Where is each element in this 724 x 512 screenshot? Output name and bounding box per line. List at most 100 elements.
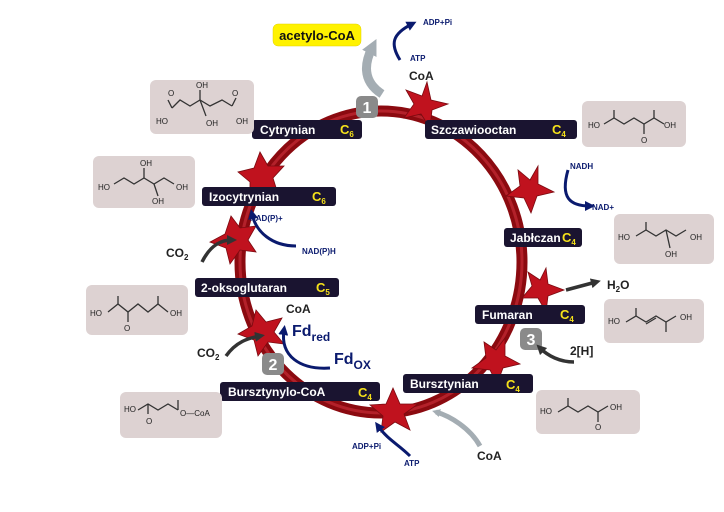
metabolite-fumarate: Fumaran C4 xyxy=(475,305,585,324)
svg-text:OH: OH xyxy=(176,183,188,192)
enzyme-star-icon xyxy=(470,336,522,385)
svg-text:Bursztynian: Bursztynian xyxy=(410,377,479,391)
svg-text:OH: OH xyxy=(664,121,676,130)
co2-input-arrow-lower xyxy=(224,331,265,358)
svg-text:Cytrynian: Cytrynian xyxy=(260,123,315,137)
structure-citrate: HO OH OH OH O O xyxy=(150,80,254,134)
svg-text:HO: HO xyxy=(608,317,620,326)
svg-text:OH: OH xyxy=(690,233,702,242)
svg-text:OH: OH xyxy=(665,250,677,259)
metabolite-succinate: Bursztynian C4 xyxy=(403,374,533,394)
svg-text:C6: C6 xyxy=(340,122,354,139)
coa-top-label: CoA xyxy=(409,69,434,83)
enzyme-star-icon xyxy=(521,266,566,314)
structure-2-oxoglutarate: HO O OH xyxy=(86,285,188,335)
co2-input-arrow-upper xyxy=(200,235,237,263)
structure-succinyl-coa: HO O O—CoA xyxy=(120,392,222,438)
structure-isocitrate: HO OH OH OH xyxy=(93,156,195,208)
enzyme-stars xyxy=(209,80,566,433)
metabolite-succinyl-coa: Bursztynylo-CoA C4 xyxy=(220,382,380,402)
svg-text:Fumaran: Fumaran xyxy=(482,308,533,322)
svg-text:HO: HO xyxy=(588,121,600,130)
nadph-oxidation-arrow xyxy=(248,209,297,248)
fd-red-label: Fdred xyxy=(292,323,330,344)
nadh-label: NADH xyxy=(570,162,593,171)
acetyl-coa-release-arrow xyxy=(362,39,385,98)
svg-text:OH: OH xyxy=(236,117,248,126)
metabolite-isocitrate: Izocytrynian C6 xyxy=(202,187,336,206)
water-label: H2O xyxy=(607,278,629,294)
svg-text:OH: OH xyxy=(680,313,692,322)
svg-text:O: O xyxy=(641,136,647,145)
svg-text:HO: HO xyxy=(540,407,552,416)
svg-text:HO: HO xyxy=(98,183,110,192)
adp-pi-top-label: ADP+Pi xyxy=(423,18,452,27)
step-badge-1: 1 xyxy=(356,96,378,118)
svg-text:C4: C4 xyxy=(560,307,574,324)
step-badge-2: 2 xyxy=(262,353,284,375)
hydrogen-label: 2[H] xyxy=(570,344,593,358)
svg-text:OH: OH xyxy=(206,119,218,128)
svg-text:OH: OH xyxy=(196,81,208,90)
svg-text:O: O xyxy=(146,417,152,426)
metabolite-2-oxoglutarate: 2-oksoglutaran C5 xyxy=(195,278,339,297)
enzyme-star-icon xyxy=(368,387,420,433)
svg-text:Szczawiooctan: Szczawiooctan xyxy=(431,123,516,137)
svg-text:OH: OH xyxy=(610,403,622,412)
nadph-label: NAD(P)H xyxy=(302,247,336,256)
svg-text:2-oksoglutaran: 2-oksoglutaran xyxy=(201,281,287,295)
metabolite-citrate: Cytrynian C6 xyxy=(252,120,362,139)
svg-text:acetylo-CoA: acetylo-CoA xyxy=(279,28,355,43)
svg-text:C6: C6 xyxy=(312,189,326,206)
atp-bottom-label: ATP xyxy=(404,459,420,468)
svg-text:O: O xyxy=(232,89,238,98)
hydrogen-input-arrow xyxy=(536,344,575,364)
svg-text:C4: C4 xyxy=(506,377,520,394)
step-number: 2 xyxy=(269,357,278,374)
svg-text:HO: HO xyxy=(90,309,102,318)
nadp-plus-label: NAD(P)+ xyxy=(250,214,283,223)
atp-top-label: ATP xyxy=(410,54,426,63)
coa-input-arrow xyxy=(432,409,483,448)
nad-label: NAD+ xyxy=(592,203,614,212)
svg-text:O: O xyxy=(595,423,601,432)
enzyme-star-icon xyxy=(403,80,450,130)
structure-fumarate: HO OH xyxy=(604,299,704,343)
svg-text:O: O xyxy=(124,324,130,333)
step-badge-3: 3 xyxy=(520,328,542,350)
structure-succinate: HO O OH xyxy=(536,390,640,434)
product-acetyl-coa: acetylo-CoA xyxy=(272,23,362,47)
ferredoxin-reduction-arrow xyxy=(278,325,331,370)
atp-adp-top-arrow xyxy=(392,21,417,61)
water-release-arrow xyxy=(565,278,601,292)
enzyme-star-icon xyxy=(504,164,556,215)
svg-text:OH: OH xyxy=(170,309,182,318)
adp-pi-bottom-label: ADP+Pi xyxy=(352,442,381,451)
svg-text:Bursztynylo-CoA: Bursztynylo-CoA xyxy=(228,385,326,399)
svg-text:C4: C4 xyxy=(552,122,566,139)
svg-text:O—CoA: O—CoA xyxy=(180,409,210,418)
structure-malate: HO OH OH xyxy=(614,214,714,264)
svg-text:O: O xyxy=(168,89,174,98)
svg-text:C4: C4 xyxy=(358,385,372,402)
nadh-oxidation-arrow xyxy=(563,169,595,211)
co2-label-lower: CO2 xyxy=(197,346,220,362)
svg-text:HO: HO xyxy=(124,405,136,414)
svg-text:OH: OH xyxy=(140,159,152,168)
structure-oxaloacetate: HO O OH xyxy=(582,101,686,147)
co2-label-upper: CO2 xyxy=(166,246,189,262)
svg-text:Izocytrynian: Izocytrynian xyxy=(209,190,279,204)
step-number: 3 xyxy=(527,332,536,349)
svg-text:HO: HO xyxy=(156,117,168,126)
fd-ox-label: FdOX xyxy=(334,351,371,372)
step-number: 1 xyxy=(363,100,372,117)
svg-text:HO: HO xyxy=(618,233,630,242)
metabolite-malate: Jabłczan C4 xyxy=(504,228,582,247)
svg-text:Jabłczan: Jabłczan xyxy=(510,231,561,245)
coa-mid-label: CoA xyxy=(286,302,311,316)
atp-adp-bottom-arrow xyxy=(375,421,412,458)
svg-text:C4: C4 xyxy=(562,230,576,247)
metabolite-oxaloacetate: Szczawiooctan C4 xyxy=(425,120,577,139)
